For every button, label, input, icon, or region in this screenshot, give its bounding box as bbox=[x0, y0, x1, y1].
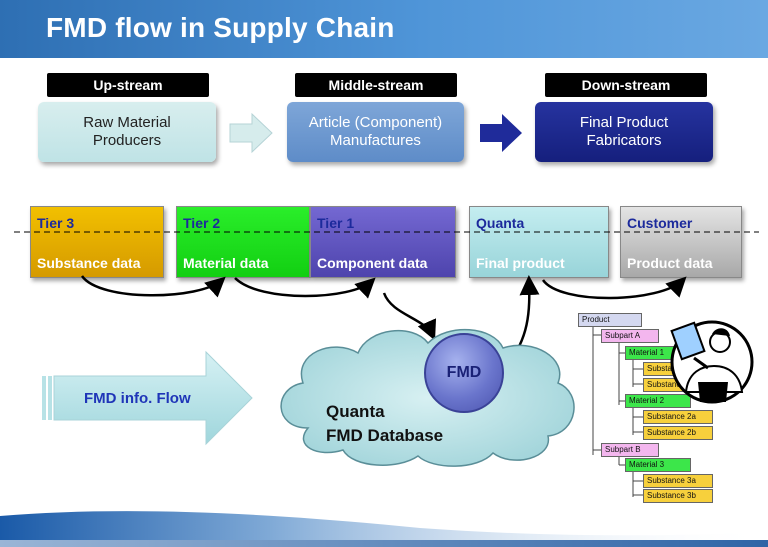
tree-substance-2b: Substance 2b bbox=[643, 426, 713, 440]
tier-3-box: Tier 3 Substance data bbox=[30, 206, 164, 278]
tier-3-data: Substance data bbox=[37, 255, 141, 271]
tree-substance-2a: Substance 2a bbox=[643, 410, 713, 424]
bottom-bar bbox=[0, 540, 768, 547]
stage-final-product-fabricators: Final Product Fabricators bbox=[535, 102, 713, 162]
upstream-to-midstream-arrow bbox=[229, 112, 273, 154]
tier-divider-dashed-line bbox=[14, 231, 759, 233]
fmd-database-cloud bbox=[280, 329, 575, 467]
fmd-badge: FMD bbox=[424, 333, 504, 413]
stage-article-manufactures: Article (Component) Manufactures bbox=[287, 102, 464, 162]
tier-3-name: Tier 3 bbox=[37, 215, 75, 231]
tier3-to-tier2-arrow bbox=[80, 275, 226, 298]
upstream-label: Up-stream bbox=[47, 73, 209, 97]
slide-title: FMD flow in Supply Chain bbox=[46, 12, 395, 43]
fmd-info-flow-arrow bbox=[42, 350, 253, 446]
tier-1-name: Tier 1 bbox=[317, 215, 355, 231]
tree-material-3: Material 3 bbox=[625, 458, 691, 472]
quanta-data: Final product bbox=[476, 255, 565, 271]
tier-2-data: Material data bbox=[183, 255, 269, 271]
customer-name: Customer bbox=[627, 215, 693, 231]
tier2-to-tier1-arrow bbox=[234, 277, 376, 299]
quanta-box: Quanta Final product bbox=[469, 206, 609, 278]
quanta-to-customer-arrow bbox=[541, 276, 687, 300]
database-label: Quanta FMD Database bbox=[326, 402, 444, 445]
title-bar: FMD flow in Supply Chain bbox=[0, 0, 768, 58]
customer-data: Product data bbox=[627, 255, 713, 271]
customer-box: Customer Product data bbox=[620, 206, 742, 278]
tree-substance-3a: Substance 3a bbox=[643, 474, 713, 488]
tier-1-data: Component data bbox=[317, 255, 428, 271]
stage-raw-material-producers: Raw Material Producers bbox=[38, 102, 216, 162]
downstream-label: Down-stream bbox=[545, 73, 707, 97]
tier-2-box: Tier 2 Material data bbox=[176, 206, 310, 278]
tree-substance-3b: Substance 3b bbox=[643, 489, 713, 503]
tree-subpart-a: Subpart A bbox=[601, 329, 659, 343]
scientist-with-clipboard-icon bbox=[670, 320, 754, 404]
midstream-to-downstream-arrow bbox=[480, 114, 522, 152]
tree-connectors bbox=[592, 324, 643, 497]
tier-2-name: Tier 2 bbox=[183, 215, 221, 231]
bottom-swoosh-decoration bbox=[0, 511, 768, 540]
tree-subpart-b: Subpart B bbox=[601, 443, 659, 457]
midstream-label: Middle-stream bbox=[295, 73, 457, 97]
tier-1-box: Tier 1 Component data bbox=[310, 206, 456, 278]
fmd-info-flow-label: FMD info. Flow bbox=[84, 390, 191, 407]
tree-product: Product bbox=[578, 313, 642, 327]
quanta-name: Quanta bbox=[476, 215, 525, 231]
tier1-to-fmd-arrow bbox=[382, 292, 437, 341]
tree-material-2: Material 2 bbox=[625, 394, 691, 408]
